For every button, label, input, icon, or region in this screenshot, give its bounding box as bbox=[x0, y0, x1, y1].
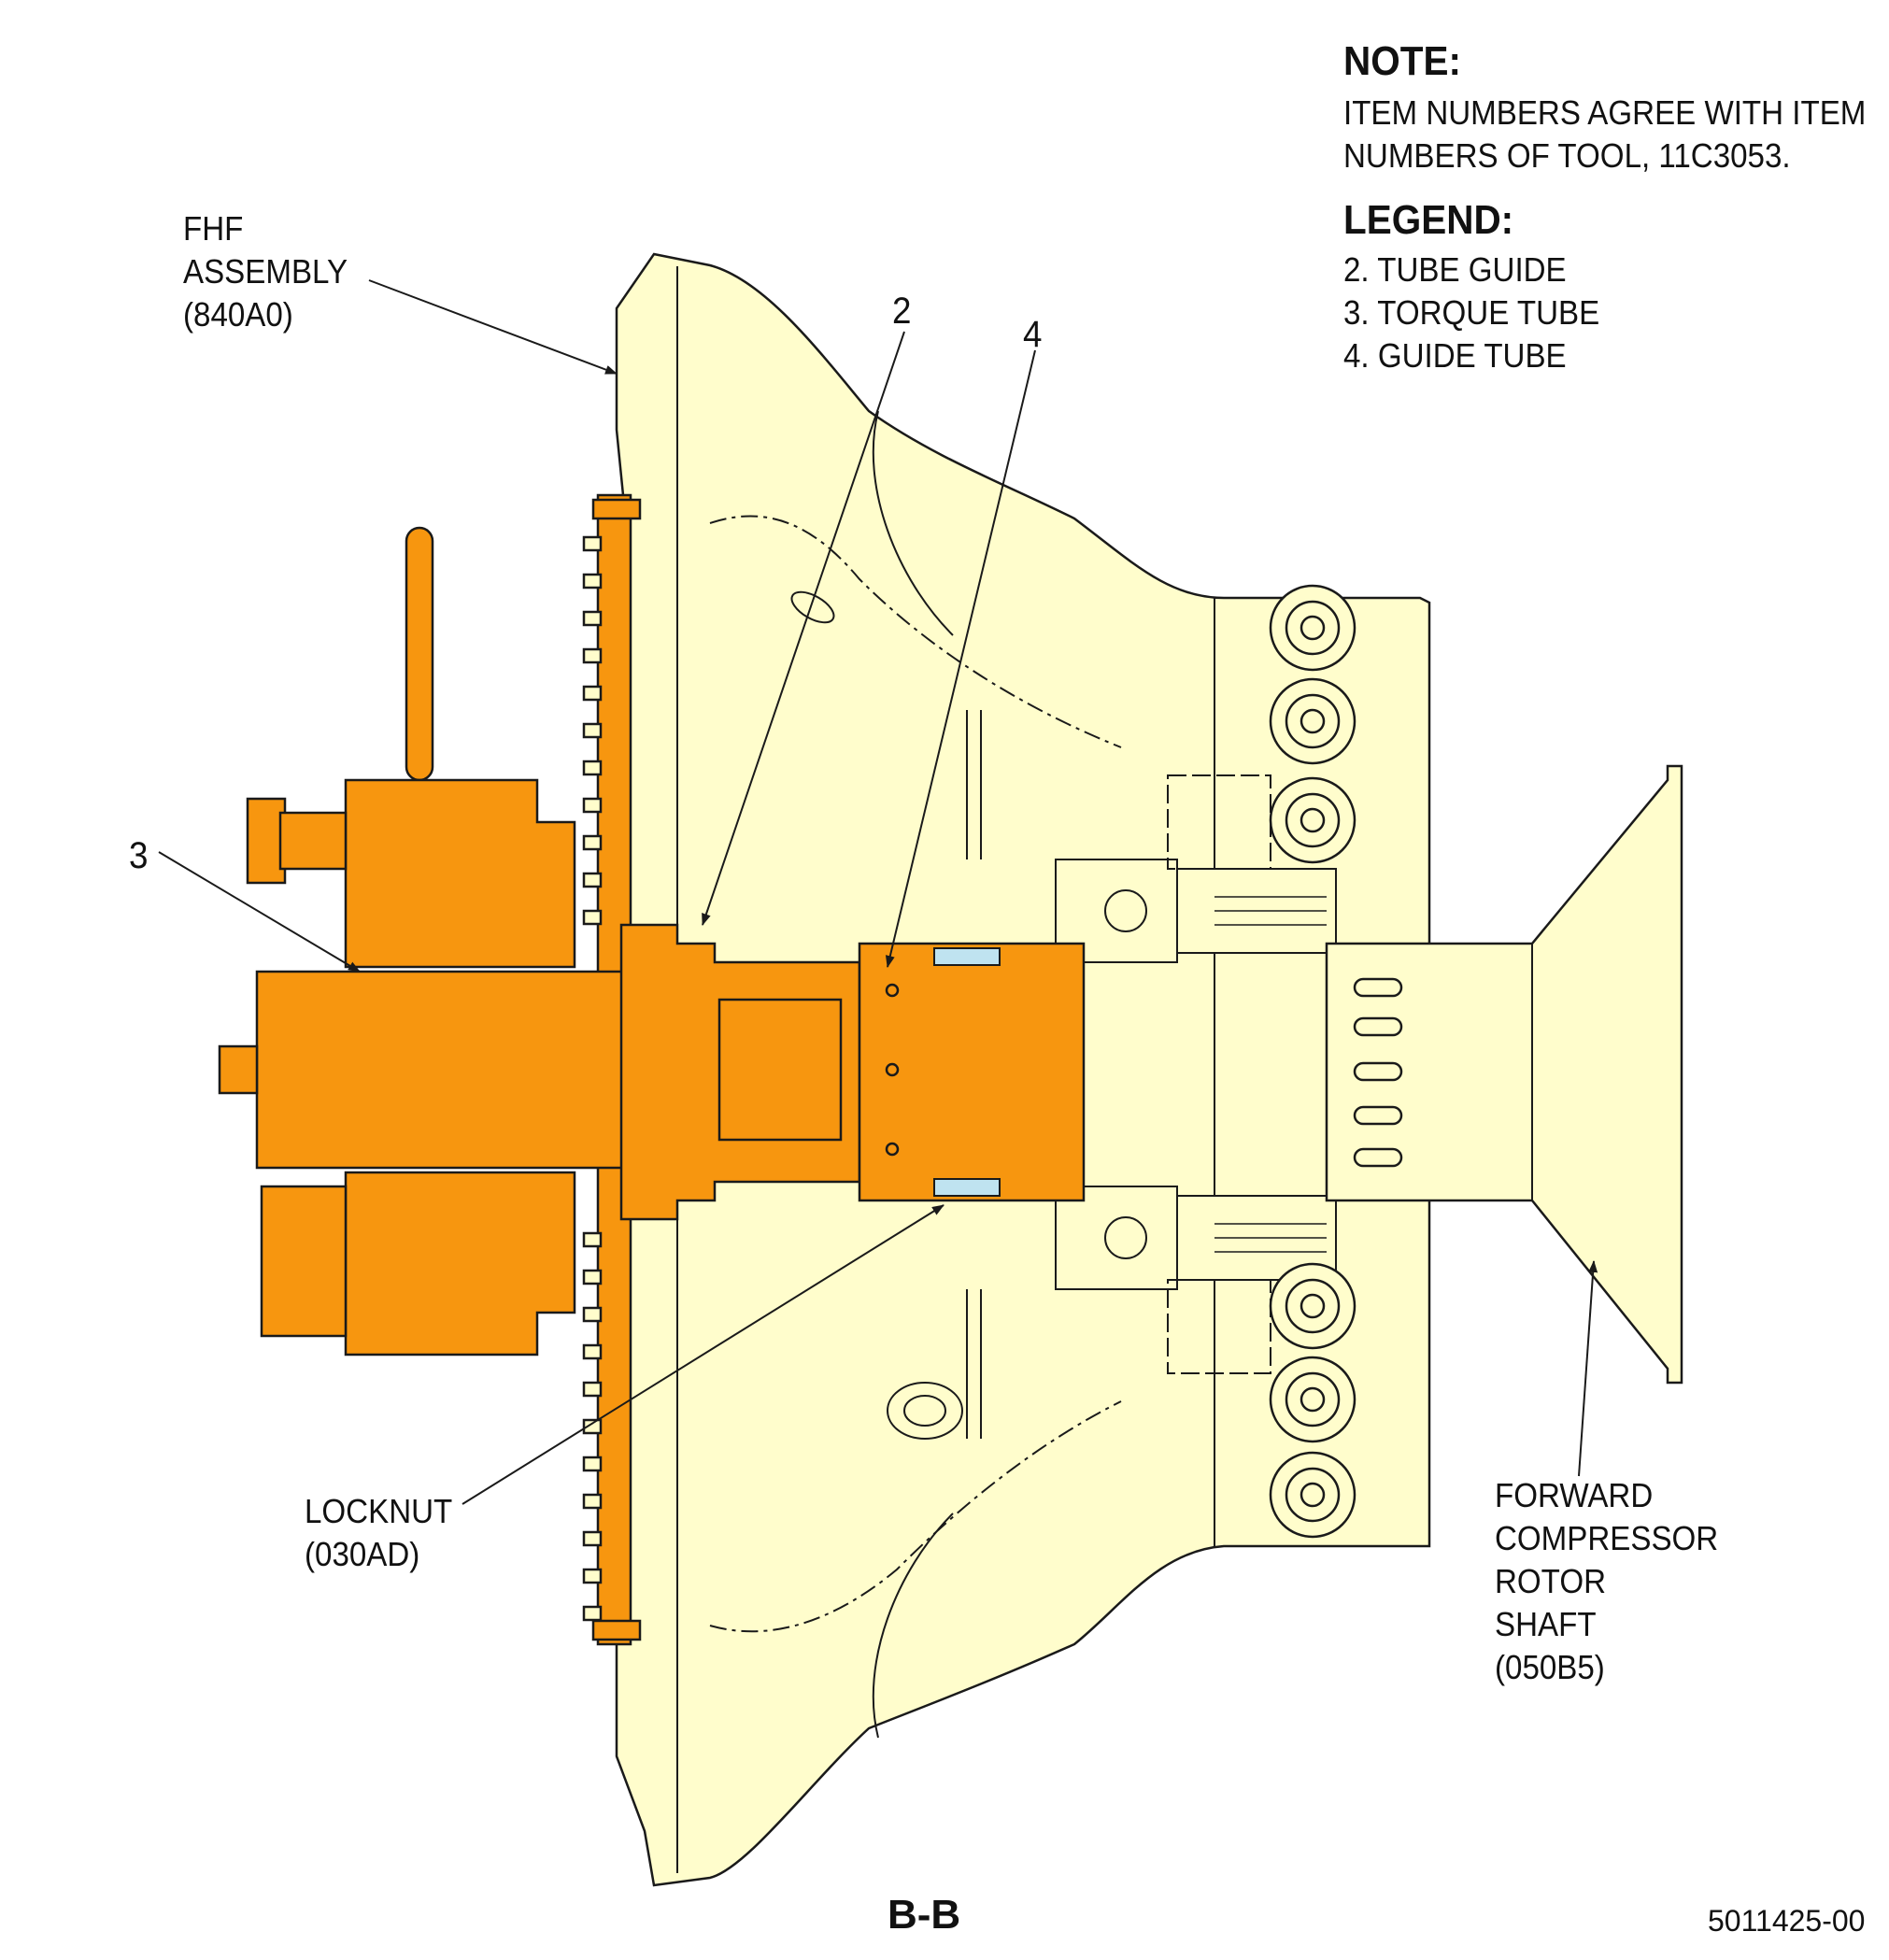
flange-teeth bbox=[582, 535, 603, 1622]
view-label: B-B bbox=[888, 1892, 961, 1938]
callout-shaft-line-4: SHAFT bbox=[1495, 1605, 1597, 1643]
torque-tube bbox=[255, 970, 679, 1170]
guide-tube bbox=[858, 942, 1086, 1202]
callout-locknut-line-1: LOCKNUT bbox=[305, 1492, 453, 1530]
legend-item-tube-guide: 2. TUBE GUIDE bbox=[1343, 250, 1567, 289]
callout-fhf-line-1: FHF bbox=[183, 209, 244, 248]
leader-item-2 bbox=[702, 331, 905, 926]
leader-item-4 bbox=[885, 349, 1036, 968]
legend-item-torque-tube: 3. TORQUE TUBE bbox=[1343, 293, 1600, 332]
callout-item-3: 3 bbox=[129, 835, 149, 876]
locknut-030ad bbox=[933, 947, 1001, 1197]
note-line-1: ITEM NUMBERS AGREE WITH ITEM bbox=[1343, 93, 1867, 132]
legend-item-guide-tube: 4. GUIDE TUBE bbox=[1343, 336, 1567, 375]
callout-item-4: 4 bbox=[1023, 314, 1043, 355]
tool-handle bbox=[405, 526, 434, 782]
callout-shaft-line-3: ROTOR bbox=[1495, 1562, 1606, 1600]
callout-shaft-line-5: (050B5) bbox=[1495, 1648, 1605, 1686]
leader-lines bbox=[158, 279, 1598, 1505]
note-line-2: NUMBERS OF TOOL, 11C3053. bbox=[1343, 136, 1791, 175]
callout-fhf-line-2: ASSEMBLY bbox=[183, 252, 348, 291]
tool-11c3053 bbox=[218, 493, 1086, 1646]
callout-shaft-line-1: FORWARD bbox=[1495, 1476, 1654, 1514]
note-heading: NOTE: bbox=[1343, 38, 1461, 84]
leader-item-3 bbox=[158, 851, 361, 973]
drawing-number: 5011425-00 bbox=[1708, 1904, 1866, 1938]
callout-fhf-line-3: (840A0) bbox=[183, 295, 293, 334]
callout-item-2: 2 bbox=[892, 291, 912, 332]
tool-body-upper bbox=[344, 778, 576, 969]
leader-fhf bbox=[368, 279, 618, 375]
callout-shaft-line-2: COMPRESSOR bbox=[1495, 1519, 1719, 1557]
forward-compressor-rotor-shaft bbox=[1325, 764, 1683, 1385]
callout-locknut-line-2: (030AD) bbox=[305, 1535, 420, 1573]
leader-shaft bbox=[1578, 1260, 1598, 1477]
leader-locknut bbox=[462, 1204, 944, 1505]
legend-heading: LEGEND: bbox=[1343, 197, 1514, 243]
bolt-holes bbox=[1269, 584, 1356, 1539]
tool-body-lower bbox=[344, 1171, 576, 1356]
